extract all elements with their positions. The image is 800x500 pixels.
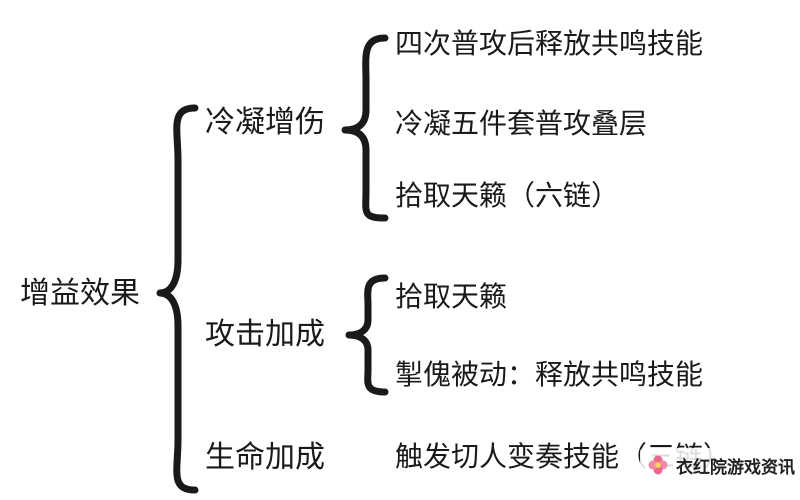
root-label: 增益效果	[20, 276, 140, 311]
watermark: 衣红院游戏资讯	[640, 448, 800, 482]
item-cold-2: 冷凝五件套普攻叠层	[395, 107, 648, 140]
brace-cold-damage	[341, 34, 389, 222]
item-attack-1: 拾取天籁	[395, 280, 508, 313]
category-attack-bonus: 攻击加成	[205, 317, 325, 352]
category-cold-damage: 冷凝增伤	[205, 105, 325, 140]
item-attack-2: 掣傀被动：释放共鸣技能	[395, 358, 704, 391]
watermark-text: 衣红院游戏资讯	[676, 457, 795, 478]
item-cold-3: 拾取天籁（六链）	[395, 179, 620, 212]
item-cold-1: 四次普攻后释放共鸣技能	[395, 27, 704, 60]
brace-attack-bonus	[345, 274, 389, 396]
category-hp-bonus: 生命加成	[205, 440, 325, 475]
flower-logo-icon	[648, 455, 668, 475]
main-brace	[156, 104, 199, 494]
